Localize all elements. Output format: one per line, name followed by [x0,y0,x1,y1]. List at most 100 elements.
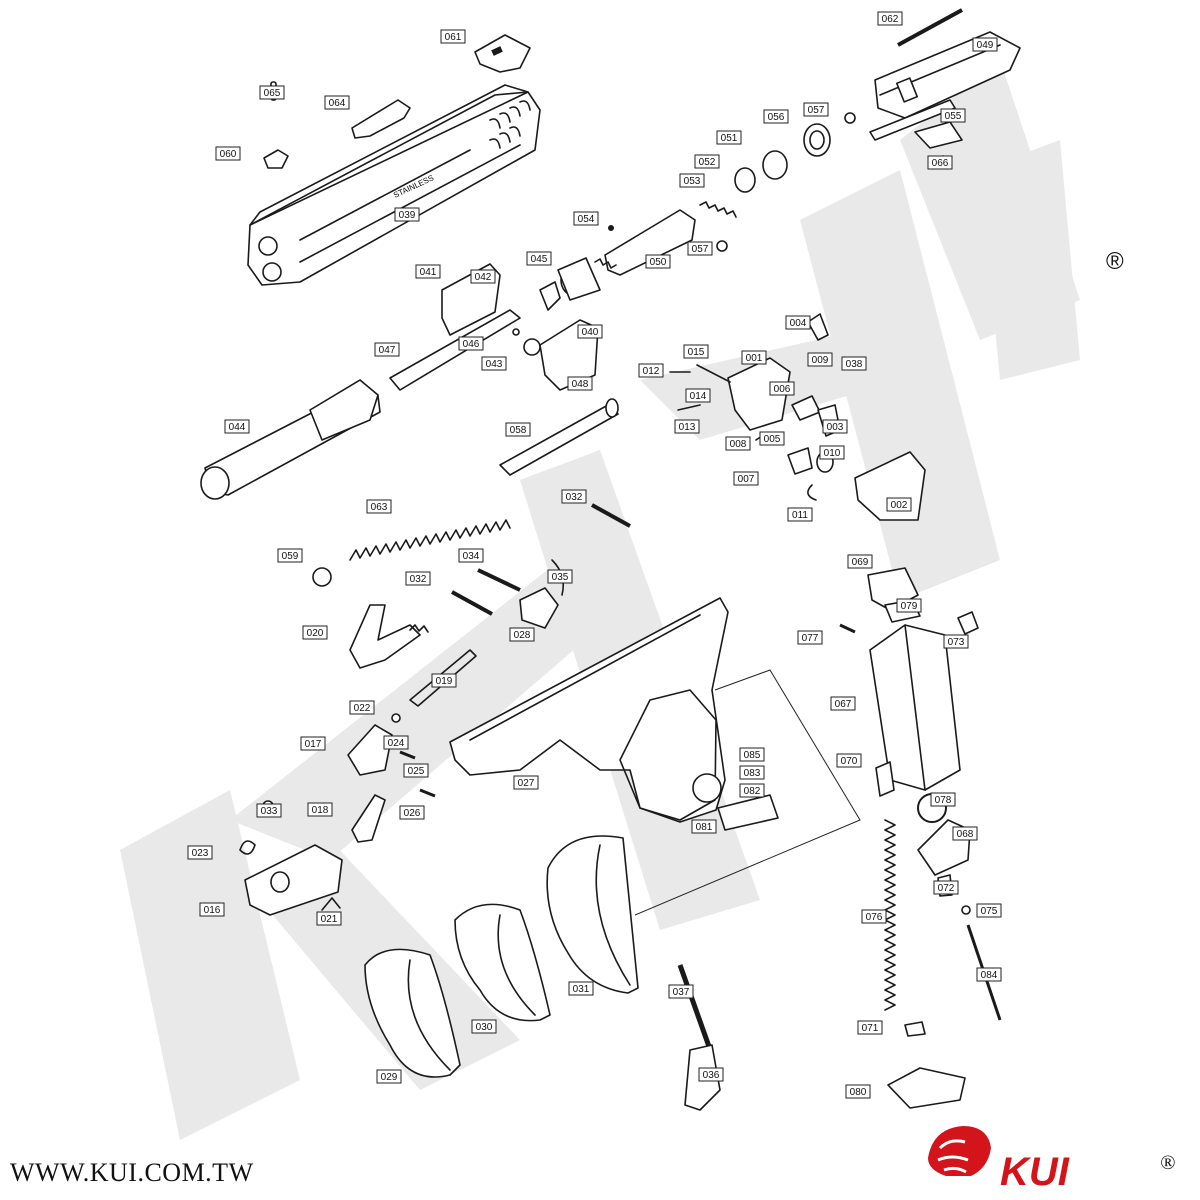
part-number: 044 [229,422,246,433]
part-label-2: 003 [822,419,848,434]
part-number: 063 [371,502,388,513]
part-number: 018 [312,805,329,816]
part-label-box [739,783,765,798]
part-label-83: 083 [739,765,765,780]
part-label-box [952,826,978,841]
part-label-81: 081 [691,819,717,834]
part-number: 023 [192,848,209,859]
part-number: 002 [891,500,908,511]
part-number: 021 [321,914,338,925]
part-number: 013 [679,422,696,433]
part-label-box [316,911,342,926]
part-label-box [725,436,751,451]
part-number: 005 [764,434,781,445]
part-label-58: 057 [687,241,713,256]
part-label-box [785,315,811,330]
part-number: 072 [938,883,955,894]
part-label-62: 061 [440,29,466,44]
part-label-39: 039 [394,207,420,222]
part-number: 076 [866,912,883,923]
part-label-55: 055 [940,108,966,123]
part-label-box [861,909,887,924]
part-number: 001 [746,353,763,364]
part-label-box [972,37,998,52]
part-label-68: 067 [830,696,856,711]
part-label-15: 016 [199,902,225,917]
part-label-box [694,154,720,169]
part-number: 079 [901,601,918,612]
part-number: 069 [852,557,869,568]
part-label-63: 062 [877,11,903,26]
barrel [200,379,381,500]
part-label-box [394,207,420,222]
part-number: 007 [738,474,755,485]
part-label-box [509,627,535,642]
slide-stop-plate [351,99,411,139]
part-label-18: 019 [431,673,457,688]
part-label-box [561,489,587,504]
part-label-box [403,763,429,778]
part-label-box [741,350,767,365]
part-number: 031 [573,984,590,995]
part-label-17: 018 [307,802,333,817]
part-label-box [302,625,328,640]
part-label-29: 030 [471,1019,497,1034]
part-number: 020 [307,628,324,639]
part-label-49: 049 [972,37,998,52]
part-label-5: 006 [769,381,795,396]
recoil-spring-063 [349,519,511,561]
part-label-72: 071 [857,1020,883,1035]
part-number: 084 [981,970,998,981]
part-number: 038 [846,359,863,370]
part-label-box [383,735,409,750]
part-label-box [836,753,862,768]
part-number: 019 [436,676,453,687]
part-label-4: 005 [759,431,785,446]
part-label-box [481,356,507,371]
part-number: 073 [948,637,965,648]
part-label-box [405,571,431,586]
part-label-41: 041 [415,264,441,279]
part-number: 082 [744,786,761,797]
part-number: 012 [643,366,660,377]
part-label-14: 015 [683,344,709,359]
part-label-box [645,254,671,269]
part-label-box [687,241,713,256]
part-number: 077 [802,633,819,644]
part-label-9: 010 [819,445,845,460]
part-label-26: 027 [513,775,539,790]
part-label-61: 060 [215,146,241,161]
part-label-28: 029 [376,1069,402,1084]
part-number: 035 [552,572,569,583]
part-number: 070 [841,756,858,767]
lion-logo-icon [928,1126,991,1176]
part-number: 056 [768,112,785,123]
part-label-77: 077 [797,630,823,645]
part-number: 065 [264,88,281,99]
part-label-66: 065 [259,85,285,100]
rail-piece [869,99,956,141]
part-label-box [930,792,956,807]
part-number: 032 [410,574,427,585]
backstraps [364,835,639,1078]
part-number: 029 [381,1072,398,1083]
part-label-box [679,173,705,188]
part-label-box [803,102,829,117]
part-label-36: 036 [698,1067,724,1082]
part-number: 054 [578,214,595,225]
part-label-71: 070 [836,753,862,768]
part-label-box [943,634,969,649]
brand-name: KUI [1000,1150,1069,1194]
part-label-box [638,363,664,378]
part-label-box [259,85,285,100]
part-label-53: 053 [679,173,705,188]
part-label-67: 066 [927,155,953,170]
part-label-box [739,747,765,762]
part-number: 033 [261,806,278,817]
part-number: 046 [463,339,480,350]
part-label-30: 031 [568,981,594,996]
part-number: 016 [204,905,221,916]
trigger-parts [239,559,565,855]
part-label-box [324,95,350,110]
trigger-module-016 [244,844,343,916]
